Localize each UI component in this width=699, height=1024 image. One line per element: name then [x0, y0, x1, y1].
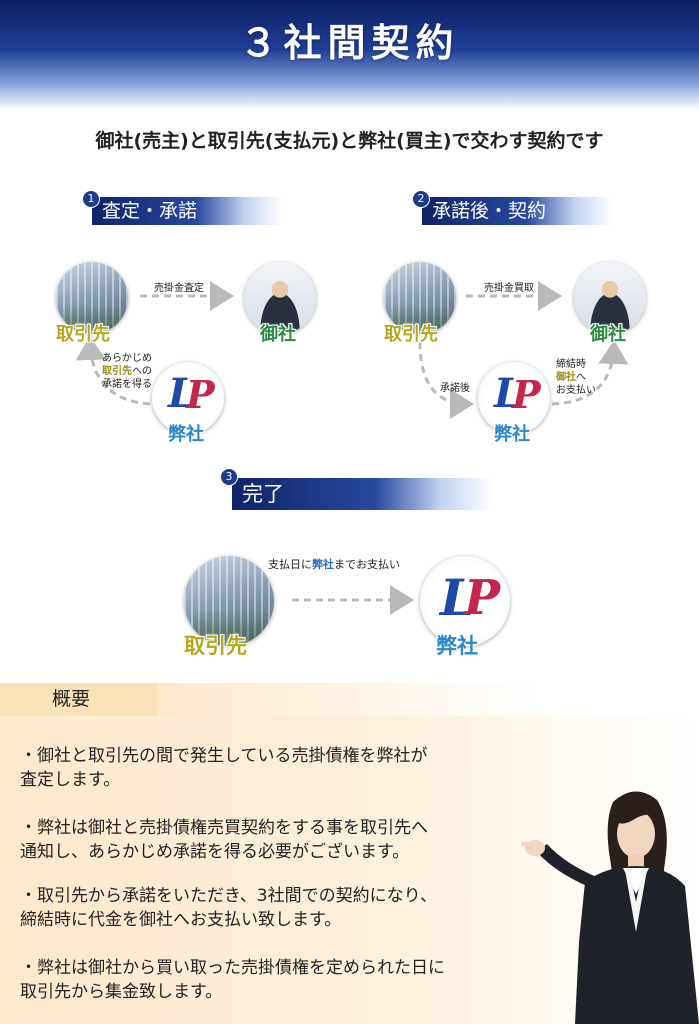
step3-client-node: [184, 556, 274, 646]
step1-side-highlight: 取引先: [102, 366, 132, 377]
summary-item-4: ・弊社は御社から買い取った売掛債権を定められた日に 取引先から集金致します。: [20, 956, 520, 1004]
step2-right-highlight: 御社: [556, 372, 576, 383]
page-subtitle: 御社(売主)と取引先(支払元)と弊社(買主)で交わす契約です: [95, 130, 604, 152]
step1-label-text: 査定・承諾: [102, 200, 198, 222]
summary-item-1-line2: 査定します。: [20, 770, 121, 790]
arrow-step1-side: [75, 336, 151, 406]
step2-right-line1: 締結時: [556, 359, 586, 370]
step1-side-line1: あらかじめ: [102, 353, 152, 364]
step2-arrow-left-text: 承諾後: [440, 383, 470, 394]
step2-label-text: 承諾後・契約: [432, 200, 547, 222]
logo-p-glyph: P: [186, 372, 215, 417]
logo-l-glyph: L: [494, 370, 523, 417]
step1-arrow-top-text: 売掛金査定: [154, 283, 204, 294]
step2-client-label: 取引先: [384, 324, 438, 345]
summary-item-4-line1: ・弊社は御社から買い取った売掛債権を定められた日に: [20, 958, 445, 978]
page-title: ３社間契約: [239, 21, 460, 65]
step2-arrow-top-text: 売掛金買取: [484, 283, 534, 294]
step2-us-label: 弊社: [494, 424, 530, 445]
step1-client-label: 取引先: [56, 324, 110, 345]
step1-arrow-side-text: あらかじめ 取引先への 承諾を得る: [102, 352, 152, 391]
step2-client-node: [384, 262, 456, 334]
step3-arrow-highlight: 弊社: [312, 558, 334, 571]
step2-label: 承諾後・契約: [422, 197, 612, 225]
logo-p-glyph: P: [512, 372, 541, 417]
step3-arrow-post: までお支払い: [334, 558, 400, 571]
step3-label: 完了: [232, 478, 492, 510]
step1-us-label: 弊社: [168, 424, 204, 445]
step1-side-post: への: [132, 366, 152, 377]
step2-you-label: 御社: [590, 324, 626, 345]
summary-item-4-line2: 取引先から集金致します。: [20, 982, 223, 1002]
flow-arrows: [75, 281, 629, 615]
logo-l-glyph: L: [440, 568, 476, 627]
step1-client-node: [56, 262, 128, 334]
arrow-step2-right: [551, 340, 629, 406]
step1-you-node: [244, 262, 316, 334]
step3-arrow-text: 支払日に弊社までお支払い: [268, 558, 400, 571]
step2-you-node: [574, 262, 646, 334]
logo-p-glyph: P: [464, 570, 501, 626]
arrow-step2-left: [418, 341, 474, 419]
step3-client-label: 取引先: [184, 634, 247, 658]
step1-side-line3: 承諾を得る: [102, 379, 152, 390]
summary-item-2-line1: ・弊社は御社と売掛債権売買契約をする事を取引先へ: [20, 818, 428, 838]
summary-item-3: ・取引先から承諾をいただき、3社間での契約になり、 締結時に代金を御社へお支払い…: [20, 884, 520, 932]
summary-item-3-line1: ・取引先から承諾をいただき、3社間での契約になり、: [20, 886, 437, 906]
summary-item-2: ・弊社は御社と売掛債権売買契約をする事を取引先へ 通知し、あらかじめ承諾を得る必…: [20, 816, 520, 864]
summary-item-3-line2: 締結時に代金を御社へお支払い致します。: [20, 910, 342, 930]
step1-label: 査定・承諾: [92, 197, 282, 225]
summary-item-2-line2: 通知し、あらかじめ承諾を得る必要がございます。: [20, 842, 410, 862]
businesswoman-illustration: [521, 791, 699, 1024]
summary-item-1: ・御社と取引先の間で発生している売掛債権を弊社が 査定します。: [20, 744, 520, 792]
step2-right-post: へ: [576, 372, 586, 383]
step2-number: 2: [412, 190, 430, 208]
logo-l-glyph: L: [168, 370, 197, 417]
step3-label-text: 完了: [242, 482, 284, 506]
step3-us-label: 弊社: [436, 634, 478, 658]
header-banner: ３社間契約: [0, 0, 699, 110]
step3-arrow-pre: 支払日に: [268, 558, 312, 571]
step2-right-line3: お支払い: [556, 385, 596, 396]
step1-number: 1: [82, 190, 100, 208]
step2-arrow-right-text: 締結時 御社へ お支払い: [556, 358, 596, 397]
summary-tab-tail: [158, 683, 699, 716]
step3-number: 3: [220, 468, 238, 486]
step1-you-label: 御社: [260, 324, 296, 345]
summary-item-1-line1: ・御社と取引先の間で発生している売掛債権を弊社が: [20, 746, 428, 766]
summary-tab: 概要: [0, 683, 158, 716]
